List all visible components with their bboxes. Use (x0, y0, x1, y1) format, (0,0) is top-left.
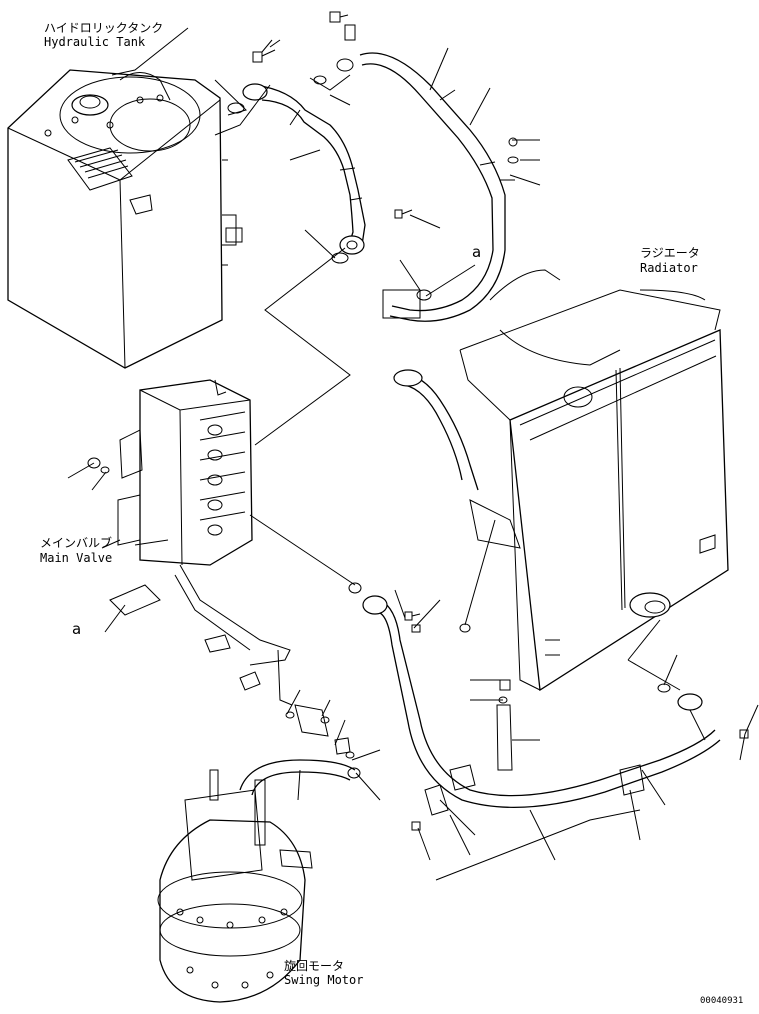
main-valve-label-en: Main Valve (40, 551, 113, 565)
lower-hose (348, 582, 749, 831)
main-valve-drawing (87, 379, 291, 691)
radiator-inlet-hose (393, 369, 521, 633)
radiator-drawing (459, 269, 729, 692)
radiator-label-jp: ラジエータ (640, 246, 700, 260)
radiator-label-en: Radiator (640, 261, 698, 275)
document-number: 00040931 (700, 996, 744, 1006)
leader-lines (67, 27, 759, 881)
hydraulic-tank-label-en: Hydraulic Tank (44, 35, 146, 49)
return-hose (252, 11, 519, 322)
swing-motor-drain-hose (239, 704, 361, 796)
connection-mark-a-right: a (472, 243, 482, 261)
swing-motor-drawing (157, 769, 313, 1003)
swing-motor-label-jp: 旋回モータ (284, 959, 345, 973)
main-valve-label-jp: メインバルブ (40, 536, 113, 550)
hydraulic-tank-drawing (7, 69, 243, 369)
swing-motor-label-en: Swing Motor (284, 973, 364, 987)
hydraulic-tank-label-jp: ハイドロリックタンク (44, 21, 164, 35)
tank-outlet-hose (227, 75, 366, 264)
connection-mark-a-left: a (72, 620, 82, 638)
